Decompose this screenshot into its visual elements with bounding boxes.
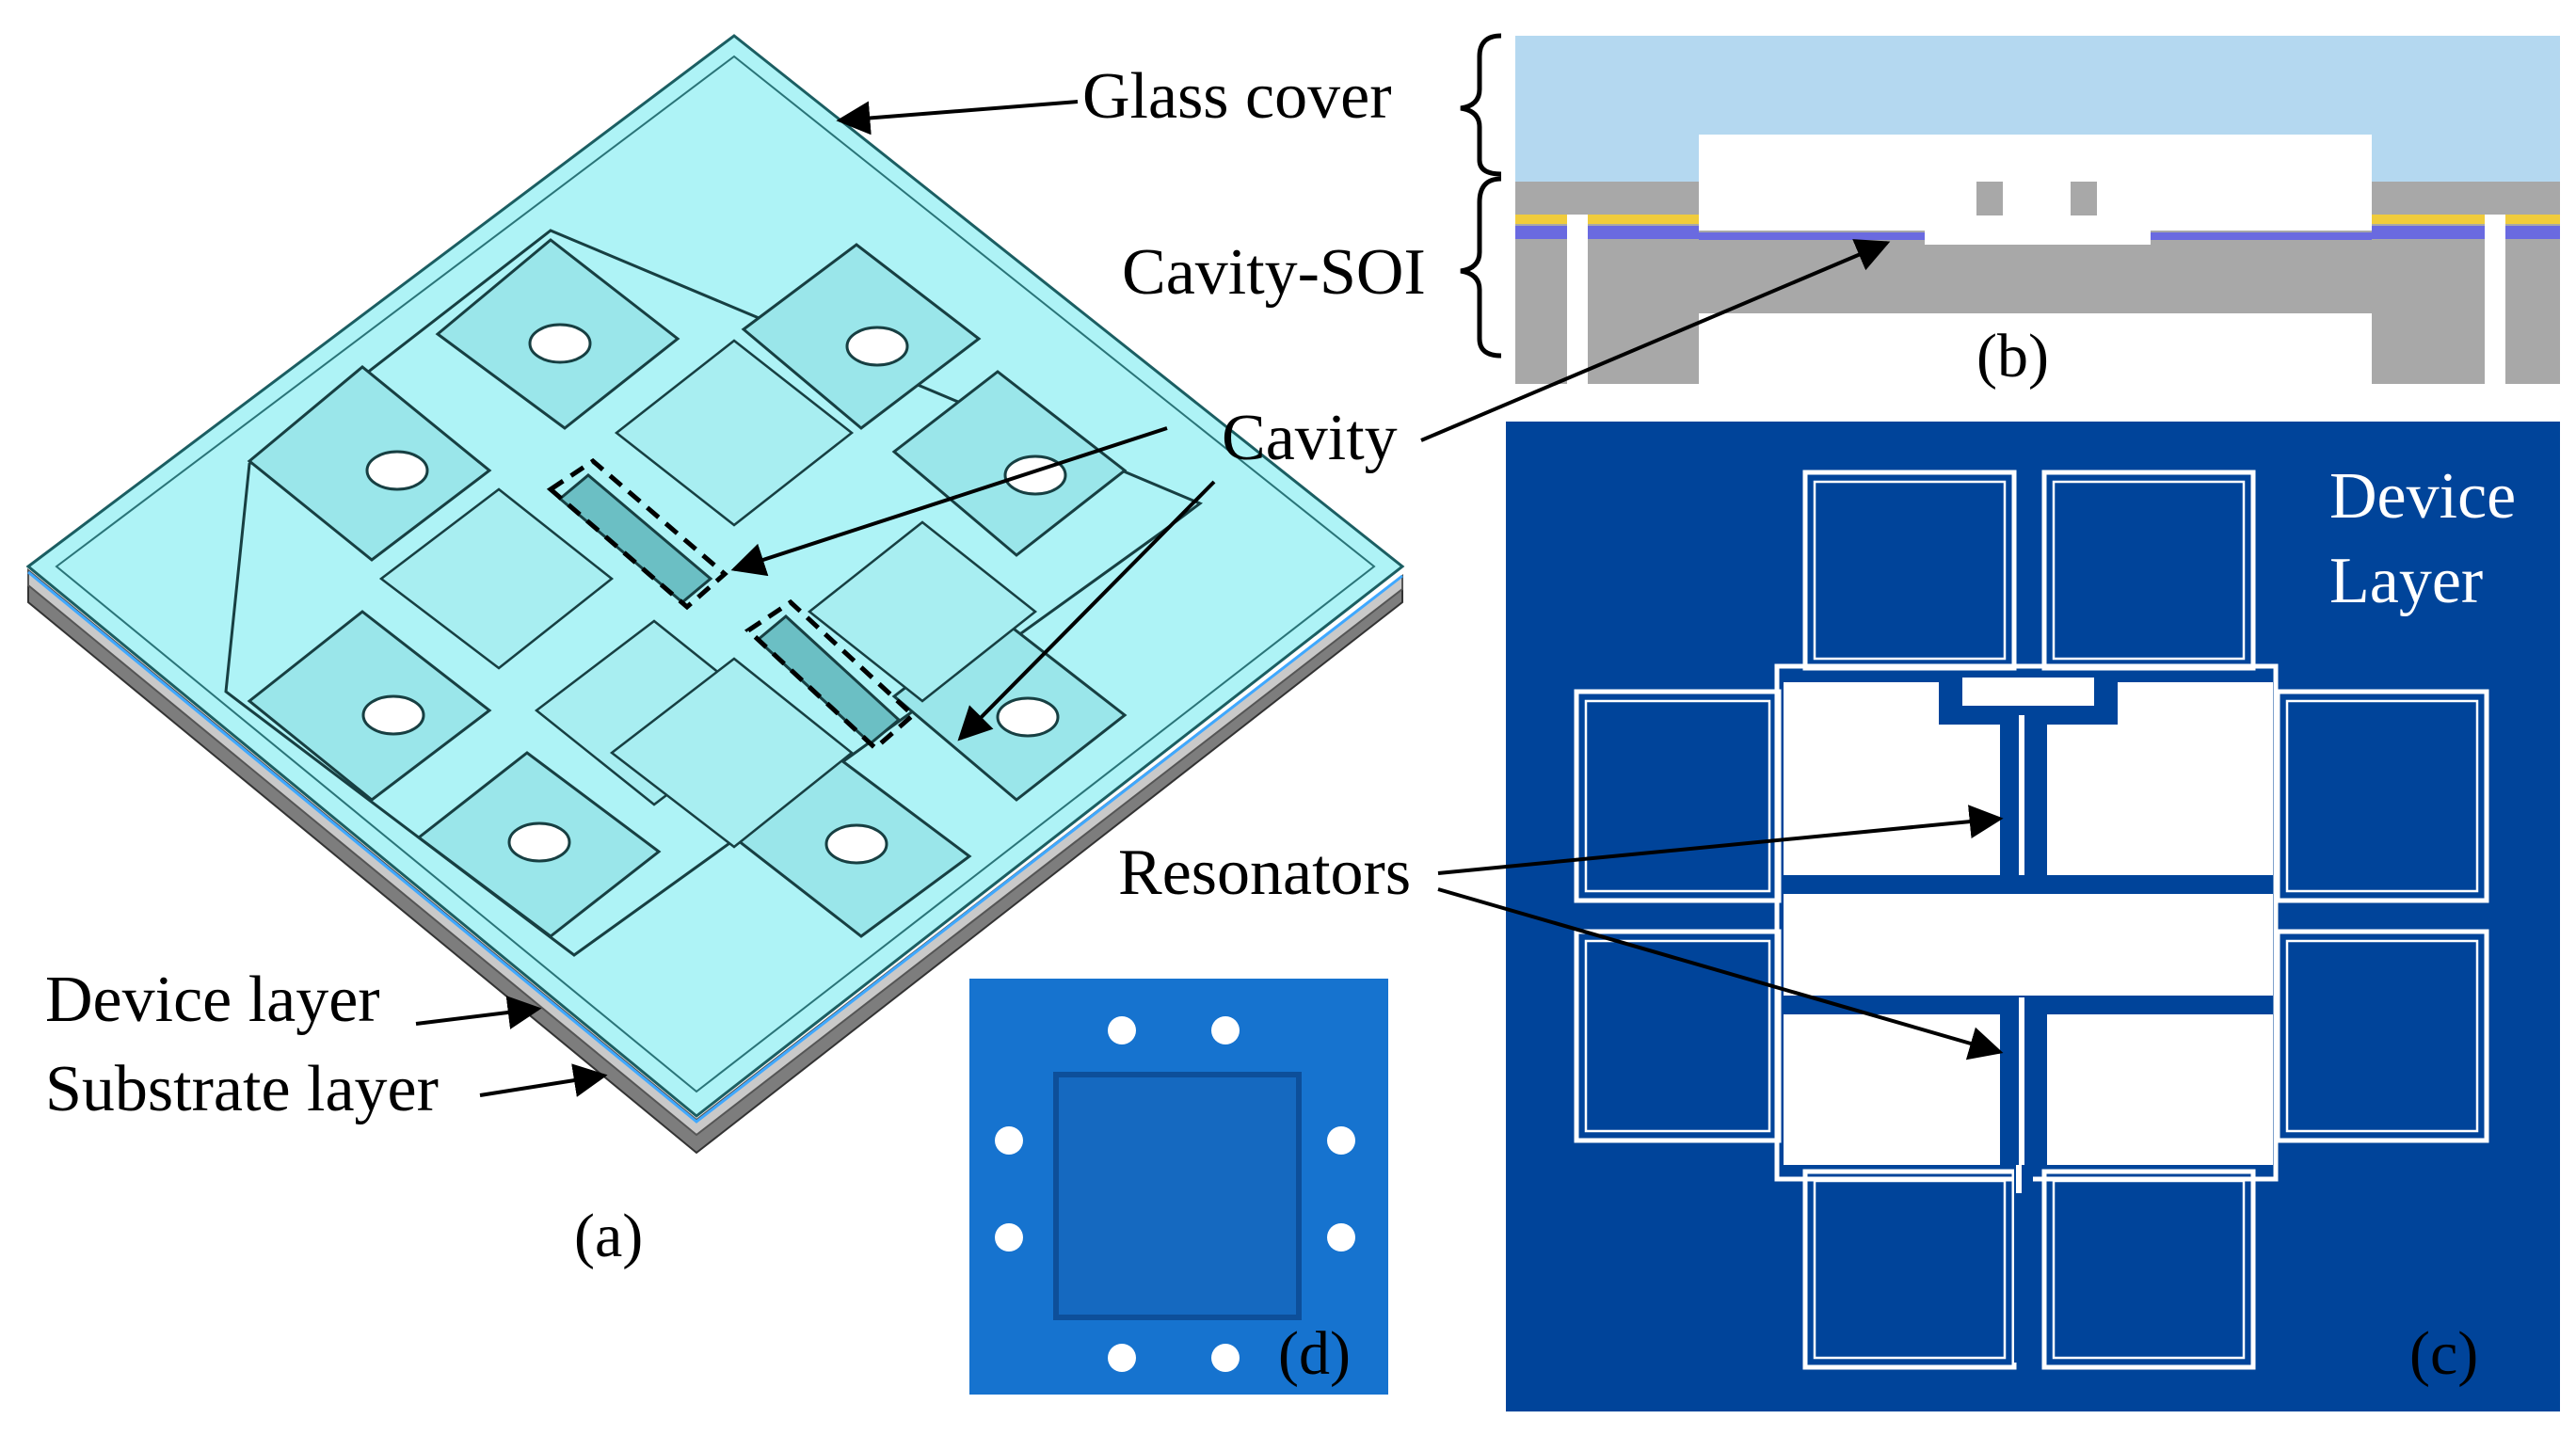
device-proof-masses — [1784, 682, 2273, 1165]
arrow-glass-cover — [836, 100, 1079, 136]
mass-lower — [807, 520, 1038, 703]
package-pad-bottom-1 — [1108, 1344, 1136, 1372]
pad-hole-3 — [365, 450, 429, 491]
mass-left — [378, 487, 615, 670]
pad-hole-1 — [528, 323, 592, 364]
arrow-resonator-lower — [1437, 887, 2004, 1060]
label-device-layer-c-line1: Device — [2329, 460, 2516, 533]
arrow-cavity-1 — [730, 426, 1168, 577]
pad-hole-6 — [996, 696, 1060, 738]
label-cavity: Cavity — [1222, 402, 1398, 474]
brace-cavity-soi — [1460, 176, 1502, 359]
device-layer-right — [2372, 226, 2560, 239]
panel-a-leaders — [415, 100, 1216, 1097]
oxide-layer-right — [2372, 215, 2560, 224]
mass-lower-left — [1784, 1014, 2000, 1165]
device-layer-slab — [27, 567, 1403, 1137]
proof-masses — [378, 339, 1038, 849]
glass-cover-top — [25, 34, 1405, 1118]
resonator-b — [744, 598, 917, 752]
package-pad-top-2 — [1211, 1016, 1240, 1044]
cavity-step — [1925, 224, 2151, 245]
oxide-layer-left — [1515, 215, 1699, 224]
substrate-cavity — [1699, 313, 2372, 384]
package-pad-top-1 — [1108, 1016, 1136, 1044]
package-pad-left-2 — [995, 1223, 1023, 1252]
pad-hole-2 — [845, 326, 909, 367]
package-pad-left-1 — [995, 1126, 1023, 1155]
resonator-lower — [2019, 997, 2024, 1165]
arrow-cavity-to-section — [1420, 239, 1891, 442]
pad-hole-8 — [824, 823, 888, 865]
pad-holes — [361, 323, 1067, 865]
label-cavity-soi: Cavity-SOI — [1122, 236, 1426, 309]
electrode-bottom-right — [2041, 1169, 2256, 1370]
mass-upper — [614, 339, 855, 527]
arrow-device-layer — [415, 996, 542, 1029]
resonator-gap-bottom — [2014, 1165, 2033, 1363]
pad-hole-5 — [361, 694, 425, 736]
panel-label-c: (c) — [2409, 1319, 2478, 1388]
package-pads — [995, 1016, 1355, 1372]
resonator-upper — [2019, 715, 2024, 875]
panel-a-3d-view — [25, 34, 1405, 1155]
panel-c-device-layer — [1506, 422, 2560, 1411]
mass-lower-right — [2047, 1014, 2273, 1165]
resonator-beam-1 — [1976, 182, 2003, 215]
panel-label-b: (b) — [1976, 322, 2049, 391]
label-device-layer: Device layer — [45, 964, 380, 1036]
panel-b-cross-section — [1515, 36, 2560, 384]
arrow-substrate-layer — [479, 1063, 608, 1097]
package-pad-bottom-2 — [1211, 1344, 1240, 1372]
brace-glass-cover — [1460, 33, 1502, 177]
arrow-cavity-2 — [957, 480, 1216, 741]
label-resonators: Resonators — [1118, 837, 1411, 909]
resonator-bottom-stub — [2016, 1165, 2022, 1193]
panel-label-d: (d) — [1278, 1319, 1351, 1388]
upper-anchor — [1962, 678, 2094, 706]
package-cavity-outline — [1053, 1072, 1302, 1320]
mass-right — [609, 657, 855, 849]
package-pad-right-2 — [1327, 1223, 1355, 1252]
panel-b-braces — [1460, 33, 1502, 359]
panel-label-a: (a) — [574, 1202, 643, 1270]
resonator-a — [546, 457, 728, 611]
label-glass-cover: Glass cover — [1082, 60, 1392, 133]
pad-4 — [891, 370, 1128, 557]
label-device-layer-c-line2: Layer — [2329, 545, 2483, 617]
device-layer-left — [1515, 226, 1699, 239]
device-layer-edge — [27, 570, 1403, 1124]
trench-left — [1567, 215, 1588, 384]
pad-hole-4 — [1003, 454, 1067, 496]
trench-right — [2485, 215, 2505, 384]
glass-cavity — [1699, 135, 2372, 231]
glass-cover-inner-frame — [55, 55, 1376, 1093]
resonator-beam-2 — [2071, 182, 2097, 215]
arrow-resonator-upper — [1437, 805, 2004, 875]
label-substrate-layer: Substrate layer — [45, 1053, 439, 1125]
pad-hole-7 — [507, 821, 571, 863]
package-pad-right-1 — [1327, 1126, 1355, 1155]
mass-middle — [1784, 894, 2273, 996]
resonator-b-dashed-box — [744, 598, 917, 752]
device-resonators — [2016, 715, 2024, 1193]
resonator-a-dashed-box — [546, 457, 728, 611]
panel-d-package — [969, 979, 1388, 1395]
